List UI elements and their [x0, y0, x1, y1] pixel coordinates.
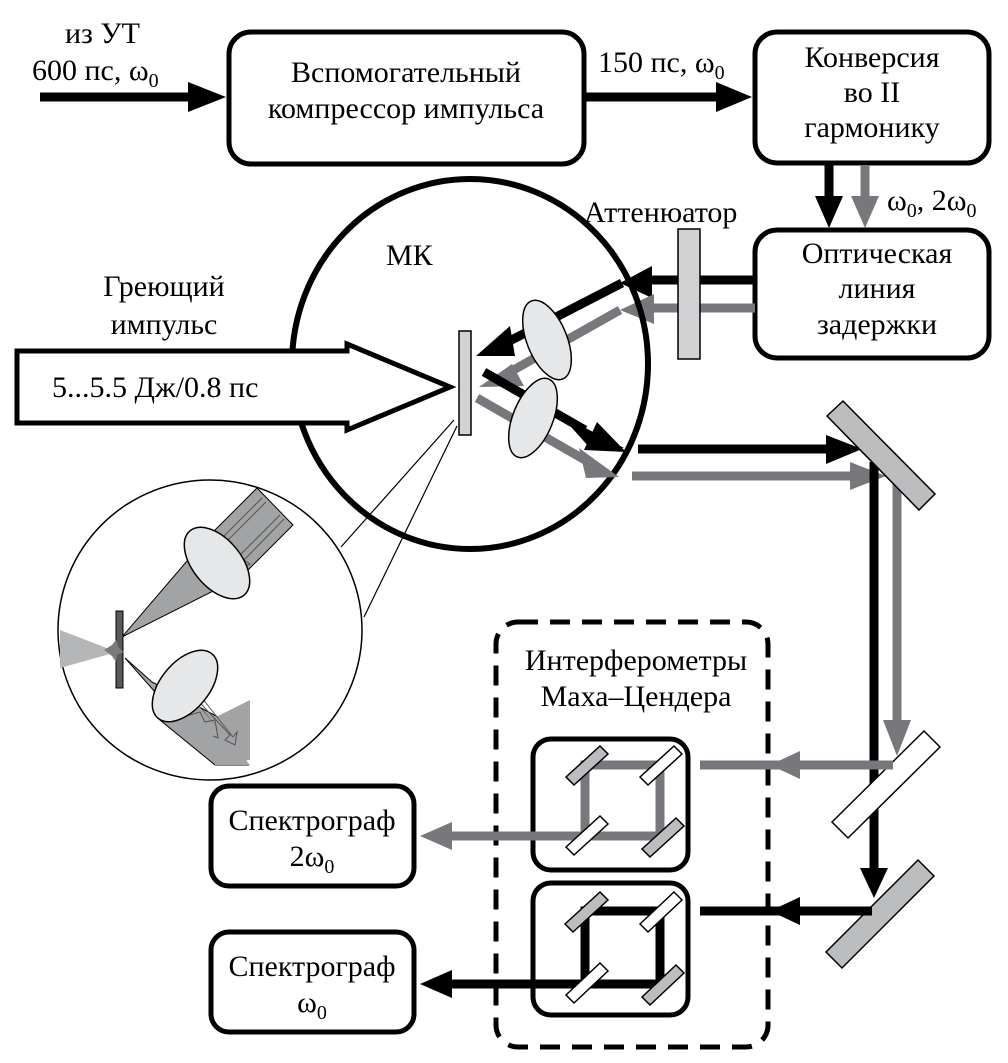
- optical-delay-line-box: Оптическая линия задержки: [752, 227, 992, 361]
- shg-output-arrows: [815, 165, 879, 228]
- spectrograph-w-box: Спектрограф ω0: [208, 929, 417, 1035]
- shg-line2: во II: [844, 76, 900, 109]
- output-beams: [632, 435, 886, 490]
- inset-callout-lines: [340, 419, 455, 548]
- heating-label-line2: импульс: [111, 308, 218, 341]
- mach-zehnder-interferometer-w: [430, 880, 691, 1018]
- spectrograph-2w-line1: Спектрограф: [228, 804, 395, 837]
- spectrograph-w-line1: Спектрограф: [228, 950, 395, 983]
- chamber-label: МК: [386, 239, 434, 272]
- mach-zehnder-interferometer-2w: [430, 736, 691, 873]
- beam-w-to-interferometer: [700, 897, 872, 925]
- vertical-beams: [860, 462, 911, 898]
- attenuator-label: Аттенюатор: [584, 196, 737, 229]
- arrow-to-spectrograph-2w: [420, 822, 452, 850]
- shg-line1: Конверсия: [804, 41, 939, 74]
- spectrograph-2w-box: Спектрограф 2ω0: [208, 783, 417, 889]
- beam-2w-to-interferometer: [700, 751, 893, 779]
- attenuator: [677, 228, 701, 360]
- mirror-lower: [824, 858, 936, 970]
- delay-line1: Оптическая: [802, 237, 953, 270]
- inset-circle: [57, 479, 363, 781]
- shg-output-label: ω0, 2ω0: [887, 184, 977, 222]
- input-pulse-label: 600 пс, ω0: [32, 54, 159, 92]
- heating-pulse-arrow: [14, 340, 457, 434]
- spectrograph-2w-line2: 2ω0: [290, 840, 335, 878]
- heating-label-line1: Греющий: [103, 270, 224, 303]
- compressor-line2: компрессор импульса: [268, 92, 544, 125]
- shg-line3: гармонику: [804, 111, 939, 144]
- compressor-line1: Вспомогательный: [291, 56, 521, 89]
- lens-lower: [507, 377, 559, 459]
- compressed-pulse-label: 150 пс, ω0: [598, 46, 725, 84]
- interferometers-line2: Маха–Цендера: [541, 680, 732, 713]
- inset-heating-cone: [60, 630, 117, 668]
- target: [458, 330, 472, 436]
- shg-conversion-box: Конверсия во II гармонику: [752, 29, 992, 166]
- input-source-label: из УТ: [65, 17, 140, 50]
- arrow-to-spectrograph-w: [420, 970, 452, 998]
- heating-energy-label: 5...5.5 Дж/0.8 пс: [52, 371, 258, 404]
- mirror-upper: [825, 399, 937, 512]
- lens-upper: [521, 299, 573, 381]
- pulse-compressor-box: Вспомогательный компрессор импульса: [226, 29, 587, 167]
- delay-line3: задержки: [817, 308, 937, 341]
- spectrograph-w-line2: ω0: [297, 986, 327, 1024]
- magnified-inset: [57, 419, 458, 781]
- input-beam-arrow: [40, 82, 226, 112]
- delay-line2: линия: [839, 272, 916, 305]
- compressed-beam-arrow: [586, 82, 752, 112]
- beam-splitter: [830, 729, 942, 840]
- inset-plasma-spark: [104, 640, 124, 662]
- interferometers-line1: Интерферометры: [525, 644, 747, 677]
